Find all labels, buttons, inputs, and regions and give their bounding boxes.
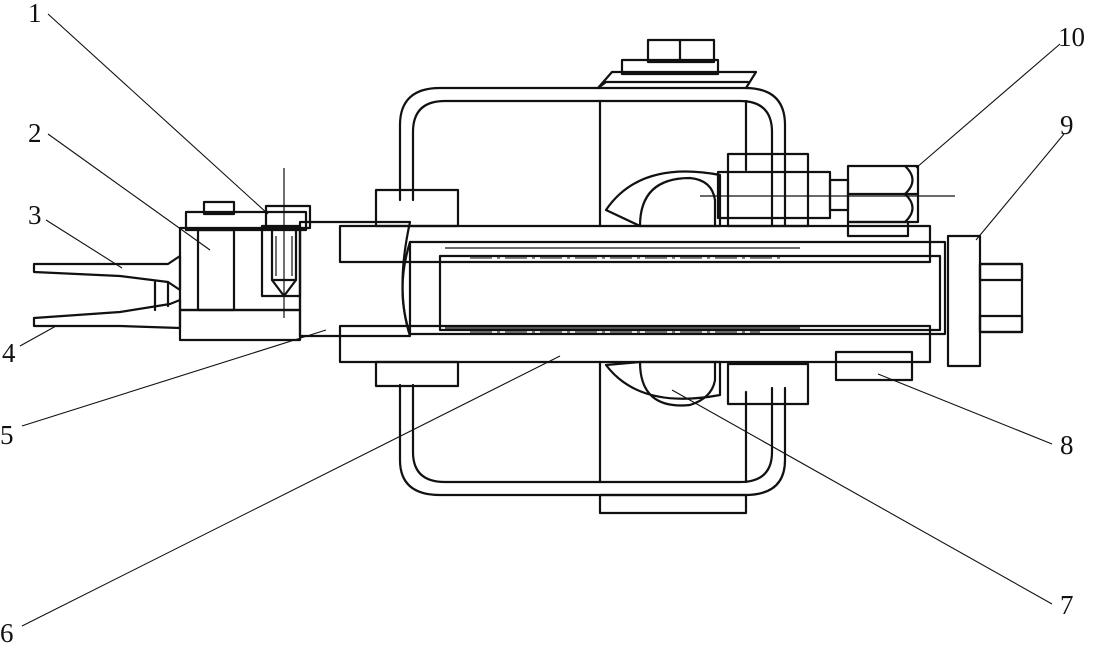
callout-7: 7	[1060, 590, 1074, 620]
callout-2: 2	[28, 118, 42, 148]
callout-5: 5	[0, 420, 14, 450]
callout-10: 10	[1058, 22, 1085, 52]
callout-3: 3	[28, 200, 42, 230]
callout-6: 6	[0, 618, 14, 645]
end-cap-part-9	[946, 234, 1024, 368]
callout-8: 8	[1060, 430, 1074, 460]
housing-body	[374, 152, 810, 407]
housing-frame	[398, 86, 787, 515]
callout-4: 4	[2, 338, 16, 368]
callout-1: 1	[28, 0, 42, 28]
shaft	[401, 240, 947, 336]
fork-plates	[32, 254, 182, 330]
leader-lines	[19, 13, 1065, 627]
sleeve-part-6	[338, 224, 932, 382]
top-bolt	[596, 38, 758, 90]
adjust-screw-part-10	[700, 164, 955, 238]
coupling-part-5	[298, 220, 412, 338]
callout-9: 9	[1060, 110, 1074, 140]
clamp-assembly	[178, 168, 312, 342]
